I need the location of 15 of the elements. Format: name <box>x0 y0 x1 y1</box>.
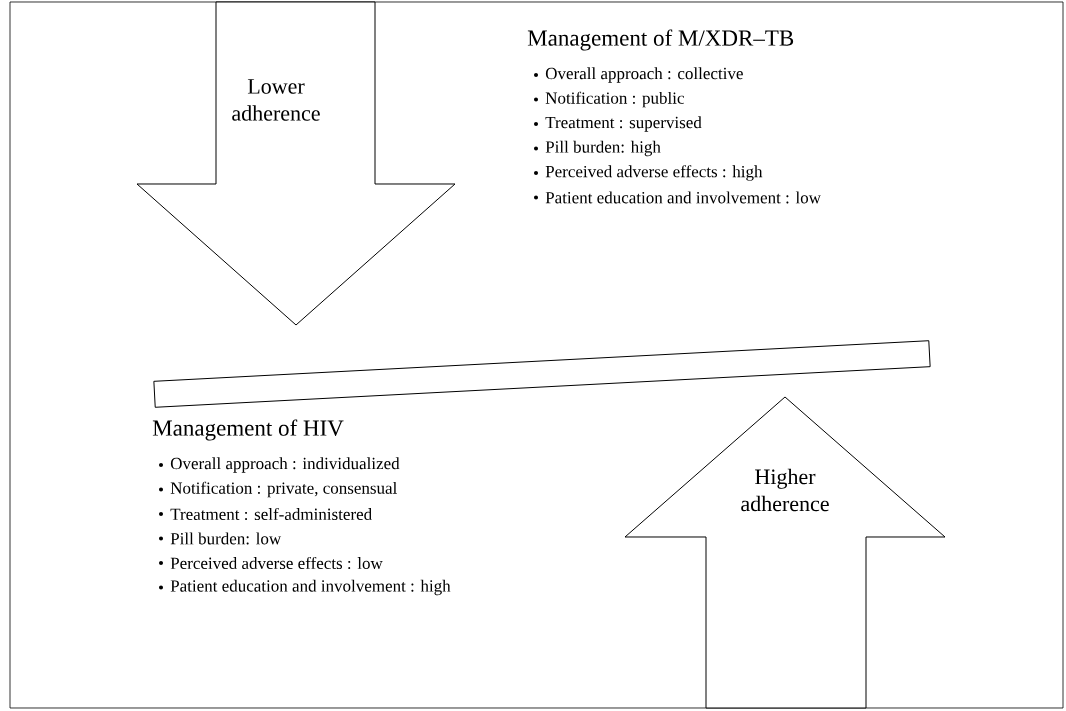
tilted-bar <box>153 340 931 408</box>
bullet-item: Perceived adverse effects : low <box>170 556 383 570</box>
bullet-item: Perceived adverse effects : high <box>545 165 763 181</box>
bullet-item: Pill burden: low <box>170 532 282 545</box>
bullet-item: Notification : private, consensual <box>170 481 397 498</box>
bullet-item: Pill burden: high <box>545 140 661 157</box>
bullet-item: Patient education and involvement : low <box>545 191 821 204</box>
bullet-item: Treatment : supervised <box>545 116 702 132</box>
bullet-item: Treatment : self-administered <box>170 507 372 521</box>
bullet-item: Notification : public <box>545 91 684 108</box>
heading: Management of M/XDR–TB <box>527 29 794 51</box>
bullet-item: Overall approach : collective <box>545 67 743 83</box>
bullet-item: Patient education and involvement : high <box>170 579 451 596</box>
bullet-item: Overall approach : individualized <box>170 457 400 473</box>
node-label: Higher adherence <box>741 468 829 512</box>
